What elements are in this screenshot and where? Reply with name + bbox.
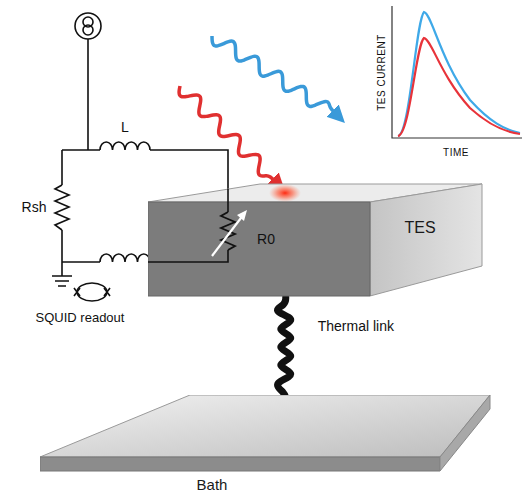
tes-side-face	[370, 184, 482, 296]
ground-symbol	[52, 262, 72, 286]
node-title: Bath	[197, 477, 228, 494]
node-title: TES	[404, 219, 435, 237]
tes-block: TES	[148, 180, 484, 297]
thermal-link-spring	[278, 297, 291, 401]
bath-plate-shape	[40, 395, 492, 498]
axis-label: TES CURRENT	[376, 34, 387, 111]
resistor-symbol	[55, 185, 69, 230]
josephson-junction-symbol	[74, 288, 110, 296]
current-source-symbol	[75, 13, 101, 39]
variable-arrow	[212, 214, 244, 256]
variable-arrow	[237, 210, 247, 221]
tes-front-face	[148, 202, 370, 296]
component-label: R0	[257, 232, 275, 247]
component-label: Rsh	[22, 200, 47, 215]
absorption-hotspot	[269, 184, 301, 202]
blue-pulse-curve	[398, 12, 520, 136]
inductor-symbol	[100, 254, 150, 262]
bath-plate: Bath	[40, 395, 492, 498]
bath-front-face	[40, 457, 440, 471]
photons	[179, 36, 340, 186]
axis-label: TIME	[443, 147, 469, 158]
red-photon-arrow	[179, 86, 280, 186]
inductor-symbol	[100, 142, 150, 150]
bath-side-face	[440, 395, 490, 471]
plot-axes	[392, 6, 522, 138]
component-label: L	[121, 120, 129, 135]
bath-top-face	[40, 395, 490, 457]
blue-photon-arrow	[212, 36, 340, 118]
pulse-plot	[392, 6, 522, 138]
squid-symbol	[77, 283, 107, 301]
current-source-symbol	[83, 25, 93, 35]
variable-resistor-symbol	[221, 212, 235, 250]
red-pulse-curve	[398, 38, 520, 136]
component-label: SQUID readout	[36, 311, 125, 325]
edge-label: Thermal link	[316, 319, 396, 334]
tes-block-shape	[148, 180, 484, 297]
